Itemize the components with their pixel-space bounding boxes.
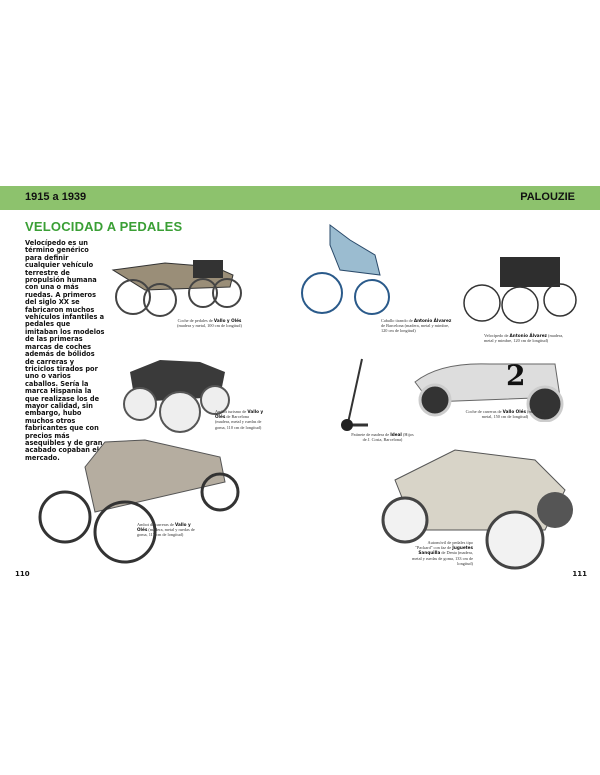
race-car-2-image: 2: [414, 359, 564, 422]
horse-tricycle-image: [301, 224, 390, 315]
chapter-years: 1915 a 1939: [25, 191, 87, 203]
scooter-image: [341, 358, 368, 431]
caption-touring-car: Ambot turismo de Vallo y Olés de Barcelo…: [215, 409, 264, 430]
race-car-image: [38, 439, 240, 564]
chapter-name: PALOUZIE: [520, 191, 575, 203]
race-number: 2: [506, 359, 525, 392]
body-text: Velocípedo es un término genérico para d…: [25, 239, 105, 462]
caption-horse: Caballo tirando de Antonio Álvarez de Ba…: [381, 318, 452, 334]
caption-velocipede: Velocípedo de Antonio Álvarez (madera, m…: [484, 333, 564, 344]
section-title: VELOCIDAD A PEDALES: [25, 219, 183, 234]
caption-race-car-2: Coche de carreras de Vallo Olés (madera …: [465, 409, 545, 420]
page-number-left: 110: [15, 570, 30, 578]
caption-scooter: Patinete de madera de Ideal (Hijos de J.…: [351, 432, 414, 443]
pedal-car-image: [111, 260, 242, 317]
velocipede-image: [463, 257, 577, 324]
page-number-right: 111: [572, 570, 587, 578]
caption-race-car: Ambot de carreras de Vallo y Olés (mader…: [137, 522, 195, 538]
caption-pedal-car: Coche de pedales de Vallo y Olés (madera…: [177, 318, 242, 329]
touring-car-image: [123, 360, 230, 433]
chapter-band: 1915 a 1939 PALOUZIE: [0, 186, 600, 210]
packard-car-image: [381, 449, 573, 570]
caption-packard: Automóvil de pedales tipo "Packard" con …: [412, 540, 473, 566]
